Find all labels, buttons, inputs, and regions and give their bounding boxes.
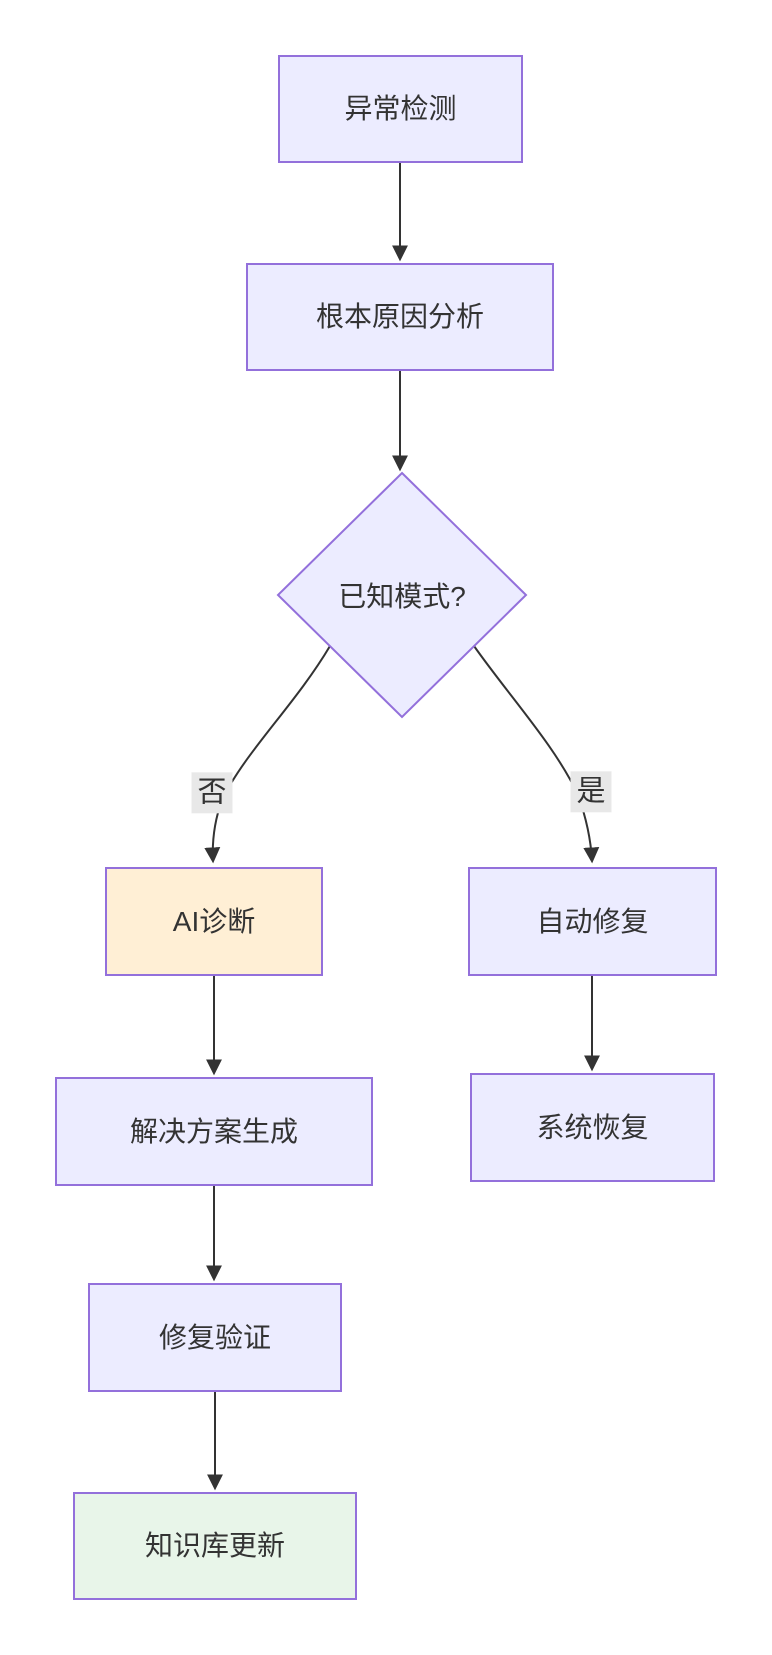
node-system-recovery: 系统恢复: [470, 1073, 715, 1182]
edge-label-no: 否: [191, 772, 233, 814]
node-label: AI诊断: [172, 905, 256, 937]
node-known-pattern-decision: 已知模式?: [302, 575, 502, 615]
node-repair-verification: 修复验证: [88, 1283, 342, 1392]
node-label: 知识库更新: [144, 1530, 285, 1562]
node-label: 已知模式?: [338, 581, 466, 612]
node-root-cause-analysis: 根本原因分析: [246, 263, 554, 371]
node-solution-generation: 解决方案生成: [55, 1077, 373, 1186]
node-label: 解决方案生成: [129, 1115, 298, 1147]
edge-group: [204, 163, 600, 1491]
node-knowledge-base-update: 知识库更新: [73, 1492, 357, 1600]
node-label: 修复验证: [158, 1321, 271, 1353]
node-anomaly-detection: 异常检测: [278, 55, 523, 163]
node-label: 系统恢复: [536, 1111, 649, 1143]
edge-label-yes: 是: [570, 771, 612, 813]
edge-decision-to-autorepair-yes: [473, 645, 600, 864]
node-label: 异常检测: [344, 93, 457, 125]
decision-diamond-shape: [276, 471, 528, 719]
node-auto-repair: 自动修复: [468, 867, 717, 976]
edge-decision-to-ai-no: [204, 645, 331, 864]
node-label: 根本原因分析: [315, 301, 484, 333]
node-label: 自动修复: [536, 905, 649, 937]
node-ai-diagnosis: AI诊断: [105, 867, 323, 976]
